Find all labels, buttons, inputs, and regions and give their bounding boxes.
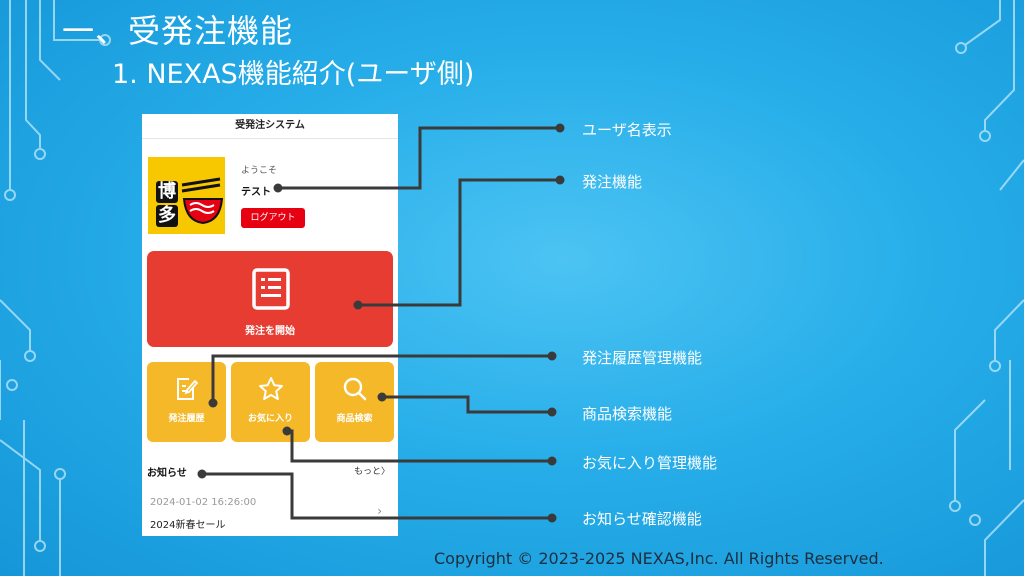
slide-title: 一、受発注機能 (62, 12, 294, 50)
callout-user-name: ユーザ名表示 (582, 121, 672, 139)
slide-subtitle: 1. NEXAS機能紹介(ユーザ側) (112, 59, 475, 90)
callout-notices: お知らせ確認機能 (582, 510, 702, 528)
notice-date: 2024-01-02 16:26:00 (150, 497, 257, 508)
copyright-text: Copyright © 2023-2025 NEXAS,Inc. All Rig… (434, 549, 884, 568)
callout-product-search: 商品検索機能 (582, 405, 673, 423)
user-name: テスト (241, 187, 271, 198)
start-order-button[interactable]: 発注を開始 (147, 251, 393, 347)
logo-char-1: 博 (156, 181, 178, 203)
shop-logo: 博 多 (148, 157, 225, 234)
notice-more-link[interactable]: もっと〉 (353, 467, 390, 477)
app-screenshot: 受発注システム 博 多 ようこそ テスト ログアウト 発注を開始 発注履歴 (142, 114, 398, 536)
ramen-bowl-icon (181, 177, 224, 225)
start-order-label: 発注を開始 (245, 326, 295, 337)
logout-button[interactable]: ログアウト (241, 208, 305, 228)
product-search-tile[interactable]: 商品検索 (315, 362, 394, 442)
chevron-right-icon[interactable]: › (377, 504, 382, 518)
welcome-text: ようこそ (241, 166, 278, 176)
order-list-icon (252, 268, 290, 310)
app-header: 受発注システム (142, 114, 398, 139)
order-history-label: 発注履歴 (168, 414, 205, 424)
notice-item-title[interactable]: 2024新春セール (150, 520, 226, 531)
edit-document-icon (177, 378, 198, 400)
callout-order-history: 発注履歴管理機能 (582, 349, 703, 367)
notice-heading: お知らせ (147, 468, 187, 479)
favorites-label: お気に入り (247, 414, 293, 424)
favorites-tile[interactable]: お気に入り (231, 362, 310, 442)
callout-favorites: お気に入り管理機能 (582, 454, 718, 472)
product-search-label: 商品検索 (336, 414, 373, 424)
callout-order: 発注機能 (582, 173, 643, 191)
logo-char-2: 多 (156, 205, 178, 227)
star-icon (259, 377, 283, 400)
search-icon (343, 377, 367, 401)
